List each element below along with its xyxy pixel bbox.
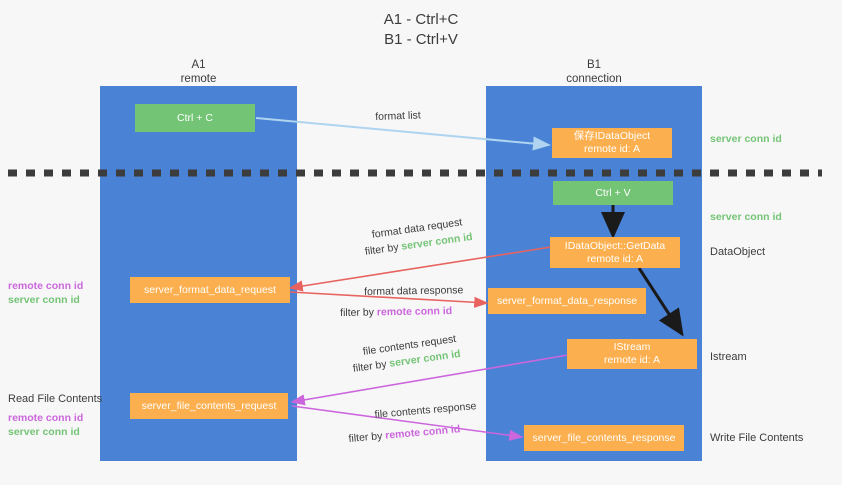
edge-label-file-contents-response-text: file contents response <box>374 400 477 421</box>
filter-prefix: filter by <box>352 357 391 375</box>
node-save-idataobject-line1: 保存IDataObject <box>573 130 651 142</box>
edge-label-file-contents-response-filter: filter by remote conn id <box>348 422 461 446</box>
filter-prefix: filter by <box>340 306 377 319</box>
node-server-file-contents-request[interactable]: server_file_contents_request <box>130 393 288 419</box>
edge-label-format-data-response-text: format data response <box>364 284 464 298</box>
node-server-format-data-request[interactable]: server_format_data_request <box>130 277 290 303</box>
edge-label-format-data-response: format data response <box>364 283 463 299</box>
node-server-format-data-request-label: server_format_data_request <box>144 283 276 296</box>
left-label-server-conn-id-lower: server conn id <box>8 426 80 438</box>
column-a1-name: A1 <box>191 59 206 71</box>
left-label-conn-pair-upper: remote conn id server conn id <box>8 279 83 307</box>
title-line-2: B1 - Ctrl+V <box>384 31 458 48</box>
node-save-idataobject[interactable]: 保存IDataObject remote id: A <box>552 128 672 158</box>
node-save-idataobject-line2: remote id: A <box>583 143 641 155</box>
node-server-file-contents-response-label: server_file_contents_response <box>532 431 676 444</box>
filter-value-remote-conn-id: remote conn id <box>384 423 461 442</box>
edge-label-file-contents-response: file contents response <box>374 399 477 422</box>
filter-prefix: filter by <box>364 240 403 258</box>
node-server-file-contents-request-label: server_file_contents_request <box>141 399 277 412</box>
right-label-dataobject: DataObject <box>710 246 766 258</box>
column-header-a1: A1 remote <box>100 58 297 86</box>
column-b1-name: B1 <box>586 59 602 71</box>
right-label-istream: Istream <box>710 351 747 363</box>
filter-value-remote-conn-id: remote conn id <box>376 305 453 319</box>
column-header-b1: B1 connection <box>486 58 702 86</box>
left-label-read-file-contents: Read File Contents <box>8 393 103 405</box>
left-label-remote-conn-id-upper: remote conn id <box>8 280 84 292</box>
right-label-server-conn-id-second: server conn id <box>710 211 782 223</box>
node-ctrl-v[interactable]: Ctrl + V <box>553 181 673 205</box>
node-istream[interactable]: IStream remote id: A <box>567 339 697 369</box>
left-label-server-conn-id-upper: server conn id <box>8 294 80 306</box>
edge-label-format-list: format list <box>375 108 421 124</box>
right-label-write-file-contents: Write File Contents <box>710 432 804 444</box>
filter-prefix: filter by <box>348 429 386 445</box>
node-ctrl-c-label: Ctrl + C <box>177 111 213 124</box>
node-istream-line1: IStream <box>613 341 651 353</box>
left-label-conn-pair-lower: remote conn id server conn id <box>8 411 83 439</box>
column-a1-subtitle: remote <box>180 73 217 85</box>
node-istream-line2: remote id: A <box>603 354 661 366</box>
left-label-remote-conn-id-lower: remote conn id <box>8 412 84 424</box>
title-line-1: A1 - Ctrl+C <box>383 11 459 28</box>
node-server-file-contents-response[interactable]: server_file_contents_response <box>524 425 684 451</box>
node-ctrl-c[interactable]: Ctrl + C <box>135 104 255 132</box>
right-label-server-conn-id-top: server conn id <box>710 133 782 145</box>
node-server-format-data-response[interactable]: server_format_data_response <box>488 288 646 314</box>
node-ctrl-v-label: Ctrl + V <box>595 186 631 199</box>
edge-label-format-data-response-filter: filter by remote conn id <box>340 304 452 320</box>
node-server-format-data-response-label: server_format_data_response <box>496 294 638 307</box>
node-idataobject-getdata-line2: remote id: A <box>586 252 644 265</box>
page-title: A1 - Ctrl+C B1 - Ctrl+V <box>0 10 842 50</box>
column-b1-subtitle: connection <box>566 73 622 85</box>
node-idataobject-getdata-line1: IDataObject::GetData <box>564 239 666 252</box>
node-idataobject-getdata[interactable]: IDataObject::GetData remote id: A <box>550 237 680 268</box>
edge-label-format-list-text: format list <box>375 109 421 123</box>
